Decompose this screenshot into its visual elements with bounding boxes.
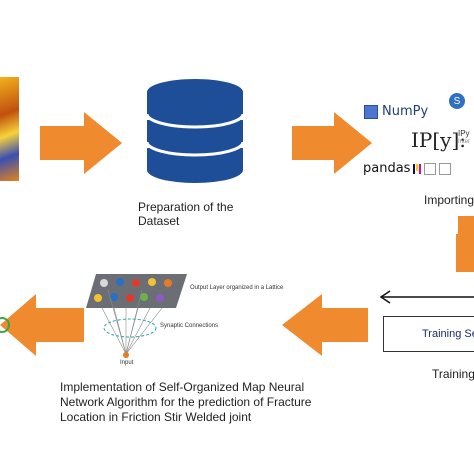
input-node bbox=[123, 352, 129, 358]
arrow-down bbox=[456, 216, 474, 272]
chart-thumb-icon-2 bbox=[439, 162, 452, 175]
training-label: Training bbox=[432, 367, 474, 381]
pandas-bars-icon bbox=[413, 163, 422, 174]
training-set-box: Training Set bbox=[383, 316, 474, 352]
numpy-logo: NumPy bbox=[364, 104, 428, 119]
chart-thumb-icon bbox=[424, 162, 437, 175]
pandas-logo: pandas bbox=[363, 161, 452, 176]
scipy-circle-icon: S bbox=[449, 93, 465, 109]
arrow-left-1 bbox=[282, 294, 368, 356]
scipy-logo: S bbox=[449, 93, 465, 109]
arrow-right-2 bbox=[292, 112, 372, 174]
left-edge-element bbox=[0, 317, 10, 333]
synaptic-label: Synaptic Connections bbox=[160, 323, 219, 329]
arrow-right-1 bbox=[40, 112, 122, 174]
numpy-text: NumPy bbox=[382, 104, 429, 119]
pandas-text: pandas bbox=[363, 161, 411, 176]
training-set-label: Training Set bbox=[422, 328, 474, 340]
synaptic-region bbox=[103, 318, 157, 338]
ipython-logo: IP[y]: bbox=[411, 128, 466, 152]
numpy-cube-icon bbox=[364, 104, 378, 119]
synaptic-lines bbox=[101, 289, 163, 355]
lattice-neurons bbox=[94, 278, 172, 302]
input-label: Input bbox=[120, 360, 134, 366]
preparation-label: Preparation of the Dataset bbox=[138, 200, 234, 228]
output-layer-label: Output Layer organized in a Lattice bbox=[190, 285, 284, 291]
database-icon bbox=[146, 79, 244, 183]
arrow-left-2 bbox=[0, 294, 84, 356]
ipython-small: IPy Inter bbox=[458, 129, 471, 145]
som-description: Implementation of Self-Organized Map Neu… bbox=[60, 380, 312, 424]
weld-image bbox=[0, 77, 19, 181]
importing-label: Importing bbox=[424, 193, 474, 207]
som-diagram bbox=[86, 274, 187, 358]
thin-arrow-left bbox=[379, 290, 474, 304]
